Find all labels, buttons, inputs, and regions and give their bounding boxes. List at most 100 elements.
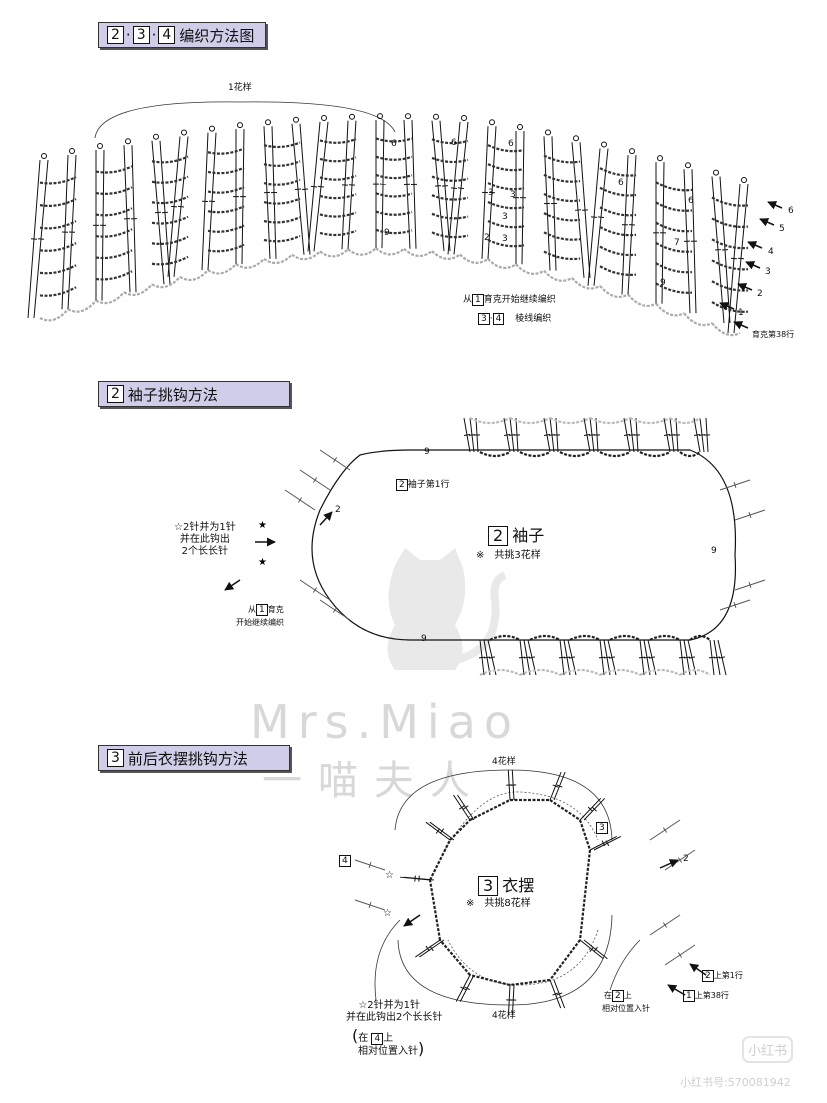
chain-arc: [39, 286, 77, 297]
inner-number: 6: [618, 178, 624, 188]
stitch-bar: [677, 952, 683, 958]
row-label: 3: [765, 267, 771, 277]
hem-arrow: [667, 984, 686, 996]
sleeve-arrow: [319, 511, 333, 526]
stitch-bar: [332, 607, 338, 613]
row-arrow: [737, 283, 753, 292]
stitch-bar: [718, 656, 726, 659]
stitch-bar: [574, 209, 582, 211]
sleeve-arrow-num: 2: [335, 505, 341, 515]
inner-number: 6: [508, 139, 514, 149]
chain-arc: [291, 250, 321, 261]
chain-arc: [487, 219, 525, 229]
note-text: 棱线编织: [515, 314, 552, 324]
chain-arc: [569, 634, 601, 641]
row-label: 6: [788, 206, 794, 216]
paren-text: 在: [358, 1033, 369, 1044]
chain-arc: [655, 302, 685, 317]
chain-arc: [431, 138, 469, 145]
inner-number: 6: [688, 196, 694, 206]
note-text: 从: [463, 295, 473, 305]
stitch-bar: [568, 656, 576, 659]
sleeve-chart: ★★: [224, 417, 766, 676]
row1-text: 袖子第1行: [407, 480, 450, 490]
stitch-bar: [463, 433, 471, 437]
chain-arc: [609, 634, 641, 641]
chain-arc: [428, 879, 442, 941]
star-line: 并在此钩出2个长长针: [346, 1012, 443, 1023]
picot: [377, 113, 383, 120]
chain-arc: [599, 226, 637, 237]
chain-arc: [599, 186, 637, 197]
stitch-bar: [593, 946, 598, 953]
paren-text: 相对位置入针: [358, 1046, 418, 1057]
header-title: 袖子挑钩方法: [127, 385, 218, 404]
chain-arc: [207, 166, 245, 175]
picot: [153, 133, 159, 140]
picot: [741, 177, 747, 183]
chain-arc: [263, 197, 301, 205]
chain-arc: [151, 215, 189, 225]
chain-arc: [67, 299, 97, 313]
inner-number: 6: [391, 139, 397, 149]
stitch-bar: [543, 433, 551, 437]
stitch-bar: [368, 901, 372, 909]
picot: [461, 114, 467, 121]
picot: [573, 135, 579, 142]
stitch-bar: [590, 216, 598, 218]
stitch-bar: [663, 433, 671, 437]
stitch-bar: [460, 986, 467, 991]
chain-arc: [319, 174, 357, 181]
chain-arc: [543, 192, 581, 203]
chain-arc: [669, 417, 701, 425]
box-2: 2: [107, 26, 124, 44]
chain-arc: [487, 144, 525, 153]
chain-arc: [151, 155, 189, 164]
chain-arc: [207, 205, 245, 214]
sleeve-note: ※ 共挑3花样: [476, 550, 541, 561]
stitch-bar: [368, 861, 372, 869]
row-box: 1: [683, 990, 695, 1002]
chain-arc: [487, 238, 525, 248]
hem-top-label: 4花样: [492, 757, 516, 767]
stitch-bar: [464, 986, 471, 991]
chain-arc: [39, 176, 77, 185]
box-4: 4: [158, 26, 176, 44]
stitch-bar: [597, 216, 605, 218]
leader-line: [374, 919, 401, 1001]
inner-number: 3: [510, 190, 516, 200]
chain-arc: [469, 799, 511, 821]
stitch-bar: [605, 840, 610, 847]
stitch-bar: [552, 992, 559, 996]
picot: [433, 113, 439, 120]
hem-box: 3: [478, 876, 499, 896]
hem-title: 衣摆: [502, 876, 535, 895]
chain-arc: [479, 668, 521, 676]
stitch-bar: [662, 827, 668, 833]
chain-arc: [599, 245, 637, 257]
stitch-bar: [439, 828, 445, 834]
stitch-bar: [556, 784, 563, 788]
from-text: 从: [248, 605, 256, 614]
chain-arc: [39, 264, 77, 275]
stitch-bar: [458, 805, 465, 810]
chain-arc: [599, 451, 631, 458]
chain-arc: [319, 248, 349, 258]
chain-arc: [529, 634, 561, 641]
chain-arc: [375, 192, 413, 198]
stitch-bar: [591, 806, 597, 812]
stitch-bar: [317, 185, 325, 188]
chain-arc: [655, 242, 693, 253]
chain-arc: [559, 668, 601, 676]
stitch-bar: [177, 205, 185, 208]
chain-arc: [151, 276, 181, 289]
stitch-bar: [429, 945, 434, 952]
row-arrow: [745, 261, 761, 270]
picot: [545, 129, 551, 136]
stitch-bar: [488, 656, 496, 659]
picot: [209, 125, 215, 132]
chain-arc: [151, 235, 189, 245]
